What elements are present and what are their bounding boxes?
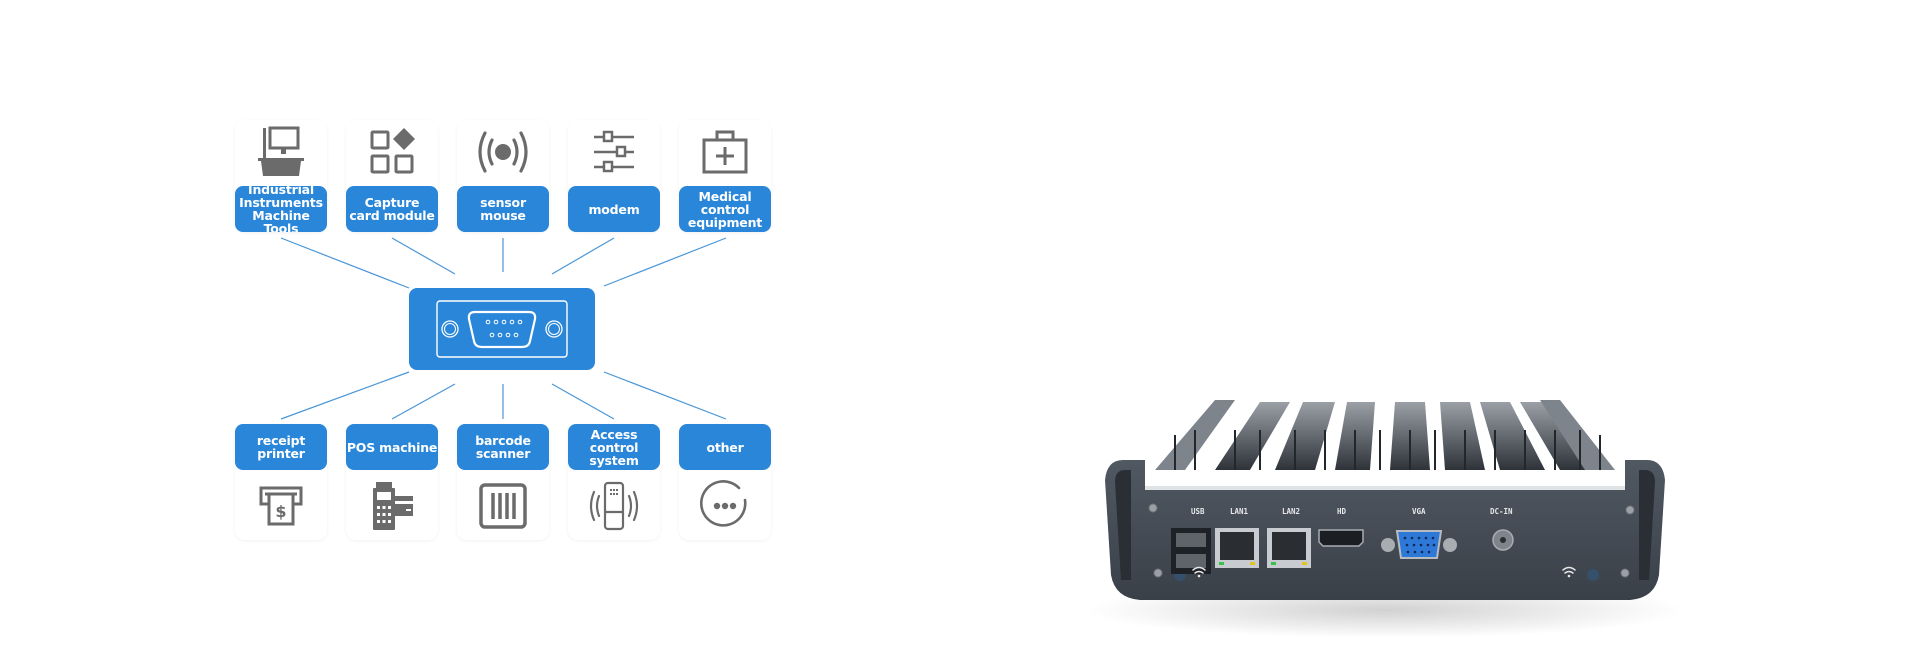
connector-line xyxy=(391,237,456,275)
port-label-dc-in: DC-IN xyxy=(1490,507,1513,516)
industrial-machine-icon xyxy=(235,124,327,180)
port-label-lan1: LAN1 xyxy=(1230,507,1249,516)
bottom-item-label-receipt-printer: receipt printer xyxy=(235,424,327,470)
connector-line xyxy=(603,237,727,287)
module-blocks-icon xyxy=(346,124,438,180)
pos-terminal-icon xyxy=(346,478,438,534)
top-item-label-medical-control-equipment: Medical control equipment xyxy=(679,186,771,232)
connector-lines xyxy=(280,237,727,420)
serial-port-hub xyxy=(409,288,595,370)
mini-pc-device-image: USB LAN1 LAN2 HD VGA DC-IN xyxy=(1085,390,1685,640)
signal-broadcast-icon xyxy=(457,124,549,180)
receipt-printer-icon: $ xyxy=(235,478,327,534)
more-dots-icon xyxy=(679,478,771,534)
connector-line xyxy=(280,371,410,420)
top-item-label-sensor-mouse: sensor mouse xyxy=(457,186,549,232)
port-label-hd: HD xyxy=(1337,507,1347,516)
connector-line xyxy=(280,237,410,289)
bottom-item-label-pos-machine: POS machine xyxy=(346,424,438,470)
bottom-item-label-barcode-scanner: barcode scanner xyxy=(457,424,549,470)
barcode-icon xyxy=(457,478,549,534)
connector-line xyxy=(603,371,727,420)
bottom-item-label-access-control-system: Access control system xyxy=(568,424,660,470)
svg-text:$: $ xyxy=(275,502,286,521)
connector-line xyxy=(551,237,615,275)
connector-line xyxy=(391,383,456,420)
top-item-label-capture-card-module: Capture card module xyxy=(346,186,438,232)
connector-line xyxy=(551,383,615,420)
port-label-vga: VGA xyxy=(1412,507,1426,516)
top-item-label-modem: modem xyxy=(568,186,660,232)
access-card-reader-icon xyxy=(568,478,660,534)
heatsink-fins xyxy=(1155,400,1615,470)
top-item-label-industrial-instruments: Industrial Instruments Machine Tools xyxy=(235,186,327,232)
db9-serial-connector-icon xyxy=(436,300,568,358)
medical-kit-icon xyxy=(679,124,771,180)
port-label-lan2: LAN2 xyxy=(1282,507,1301,516)
sliders-icon xyxy=(568,124,660,180)
bottom-item-label-other: other xyxy=(679,424,771,470)
serial-port-application-diagram: Industrial Instruments Machine Tools Cap… xyxy=(0,0,900,665)
port-label-usb: USB xyxy=(1191,507,1205,516)
mini-pc-illustration xyxy=(1085,400,1685,638)
